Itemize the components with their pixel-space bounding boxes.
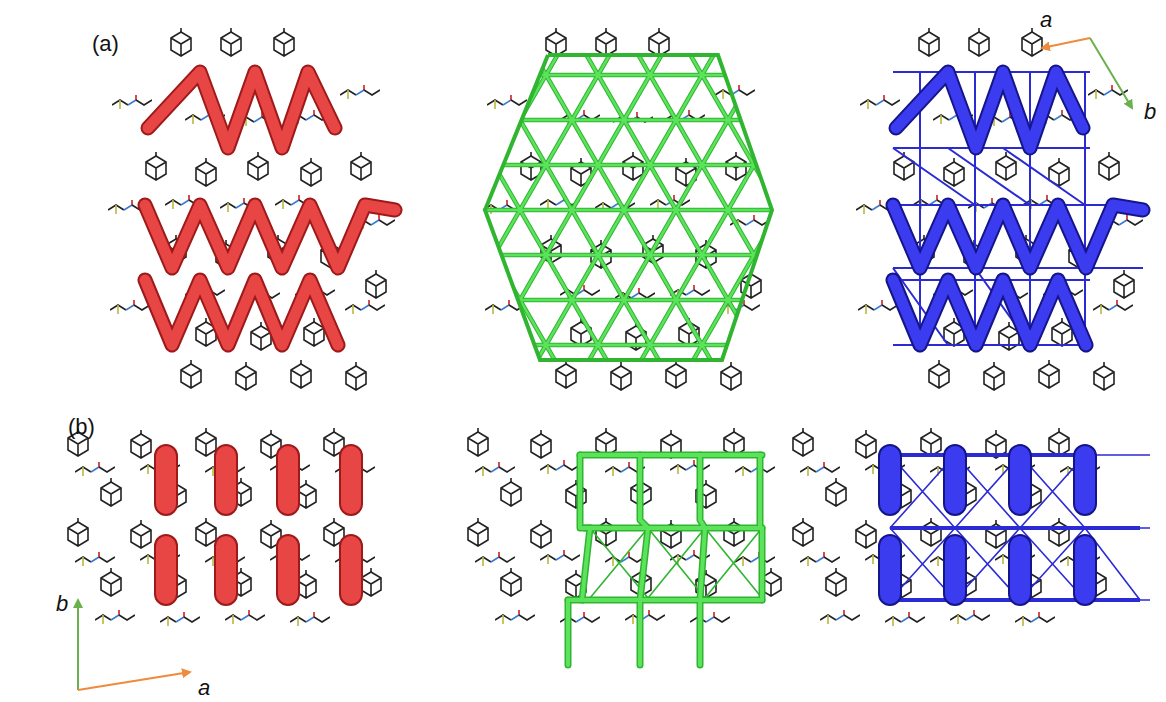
panel-label: (a) xyxy=(92,32,119,56)
axis-label: b xyxy=(56,592,68,616)
axis-label: b xyxy=(1144,100,1156,124)
axis-label: a xyxy=(198,676,210,700)
axis-label: a xyxy=(1040,8,1052,32)
panel-label: (b) xyxy=(68,415,95,439)
